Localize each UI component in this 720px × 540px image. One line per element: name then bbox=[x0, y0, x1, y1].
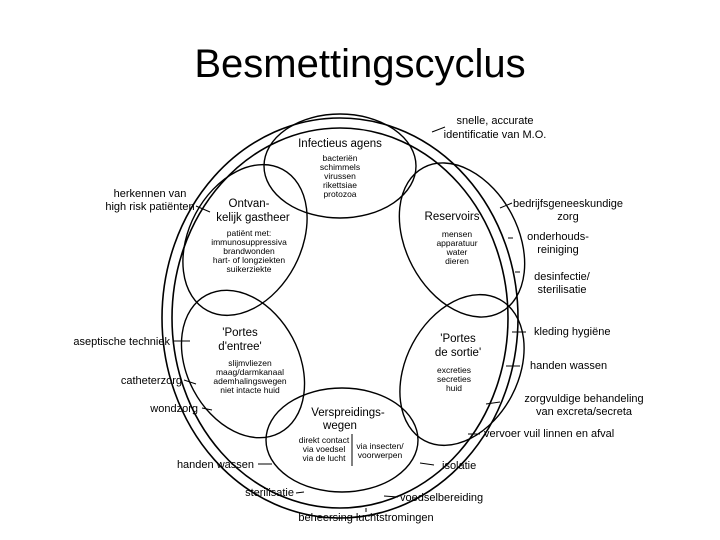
link-reservoirs-shape bbox=[398, 162, 526, 318]
diagram-label: hart- of longziekten bbox=[213, 255, 286, 265]
diagram-label: sterilisatie bbox=[245, 487, 294, 499]
diagram-label: mensen bbox=[442, 229, 473, 239]
diagram-label: catheterzorg bbox=[121, 375, 182, 387]
diagram-label: kleding hygiëne bbox=[534, 326, 610, 338]
diagram-label: isolatie bbox=[442, 460, 476, 472]
diagram-label: wegen bbox=[322, 420, 357, 432]
diagram-label: high risk patiënten bbox=[105, 201, 194, 213]
link-exit-shape bbox=[399, 293, 525, 447]
measure-top: snelle, accurate identificatie van M.O. bbox=[444, 115, 547, 141]
diagram-label: identificatie van M.O. bbox=[444, 129, 547, 141]
link-entry-shape bbox=[180, 289, 306, 439]
link-title: 'Portes bbox=[440, 333, 476, 345]
diagram-label: reiniging bbox=[537, 244, 579, 256]
diagram-label: handen wassen bbox=[177, 459, 254, 471]
link-title: Infectieus agens bbox=[298, 138, 382, 150]
link-infectious-agent-shape bbox=[263, 113, 417, 219]
diagram-label: via de lucht bbox=[303, 453, 347, 463]
diagram-label: kelijk gastheer bbox=[216, 212, 290, 224]
diagram-label: herkennen van bbox=[114, 188, 187, 200]
diagram-label: desinfectie/ bbox=[534, 271, 591, 283]
link-title: Ontvan- bbox=[229, 198, 270, 210]
chain-links bbox=[180, 113, 526, 493]
diagram-label: bedrijfsgeneeskundige bbox=[513, 198, 623, 210]
diagram-label: via voedsel bbox=[303, 444, 346, 454]
link-title: Reservoirs bbox=[425, 211, 480, 223]
diagram-label: zorg bbox=[557, 211, 578, 223]
diagram-label: de sortie' bbox=[435, 347, 481, 359]
link-title: 'Portes bbox=[222, 327, 258, 339]
diagram-label: suikerziekte bbox=[227, 264, 272, 274]
link-transmission: Verspreidings- wegen direkt contact via … bbox=[299, 407, 404, 466]
diagram-label: wondzorg bbox=[149, 403, 198, 415]
diagram-label: via insecten/ bbox=[356, 441, 404, 451]
diagram-label: excreties bbox=[437, 365, 471, 375]
diagram-label: snelle, accurate bbox=[456, 115, 533, 127]
diagram-label: sterilisatie bbox=[538, 284, 587, 296]
diagram-label: brandwonden bbox=[223, 246, 275, 256]
link-infectious-agent: Infectieus agens bacteriën schimmels vir… bbox=[298, 138, 382, 199]
diagram-label: rikettsiae bbox=[323, 180, 357, 190]
diagram-label: water bbox=[446, 247, 468, 257]
link-exit: 'Portes de sortie' excreties secreties h… bbox=[435, 333, 481, 393]
diagram-label: patiënt met: bbox=[227, 228, 271, 238]
diagram-label: maag/darmkanaal bbox=[216, 367, 284, 377]
link-host-shape bbox=[182, 163, 308, 317]
diagram-label: vervoer vuil linnen en afval bbox=[484, 428, 614, 440]
diagram-label: virussen bbox=[324, 171, 356, 181]
diagram-label: schimmels bbox=[320, 162, 360, 172]
link-reservoirs: Reservoirs mensen apparatuur water diere… bbox=[425, 211, 480, 266]
slide-title: Besmettingscyclus bbox=[194, 42, 526, 86]
diagram-label: apparatuur bbox=[436, 238, 477, 248]
diagram-label: protozoa bbox=[323, 189, 356, 199]
diagram-label: bacteriën bbox=[323, 153, 358, 163]
measure-pointers bbox=[174, 126, 526, 512]
diagram-label: zorgvuldige behandeling bbox=[524, 393, 643, 405]
diagram-label: huid bbox=[446, 383, 462, 393]
measures-right: bedrijfsgeneeskundige zorg onderhouds- r… bbox=[400, 198, 644, 504]
diagram-label: dieren bbox=[445, 256, 469, 266]
link-title: Verspreidings- bbox=[311, 407, 385, 419]
diagram-label: aseptische techniek bbox=[73, 336, 170, 348]
measures-left: herkennen van high risk patiënten asepti… bbox=[73, 188, 294, 499]
diagram-label: ademhalingswegen bbox=[213, 376, 287, 386]
diagram-label: direkt contact bbox=[299, 435, 350, 445]
link-entry: 'Portes d'entree' slijmvliezen maag/darm… bbox=[213, 327, 287, 395]
diagram-label: van excreta/secreta bbox=[536, 406, 633, 418]
diagram-label: beheersing luchtstromingen bbox=[298, 512, 433, 524]
diagram-label: niet intacte huid bbox=[220, 385, 280, 395]
diagram-label: slijmvliezen bbox=[228, 358, 272, 368]
diagram-label: immunosuppressiva bbox=[211, 237, 287, 247]
diagram-label: secreties bbox=[437, 374, 471, 384]
link-transmission-shape bbox=[265, 387, 419, 493]
diagram-label: voedselbereiding bbox=[400, 492, 483, 504]
link-host: Ontvan- kelijk gastheer patiënt met: imm… bbox=[211, 198, 290, 274]
measure-bottom: beheersing luchtstromingen bbox=[298, 512, 433, 524]
diagram-label: voorwerpen bbox=[358, 450, 403, 460]
diagram-label: handen wassen bbox=[530, 360, 607, 372]
diagram-label: onderhouds- bbox=[527, 231, 589, 243]
diagram-label: d'entree' bbox=[218, 341, 261, 353]
